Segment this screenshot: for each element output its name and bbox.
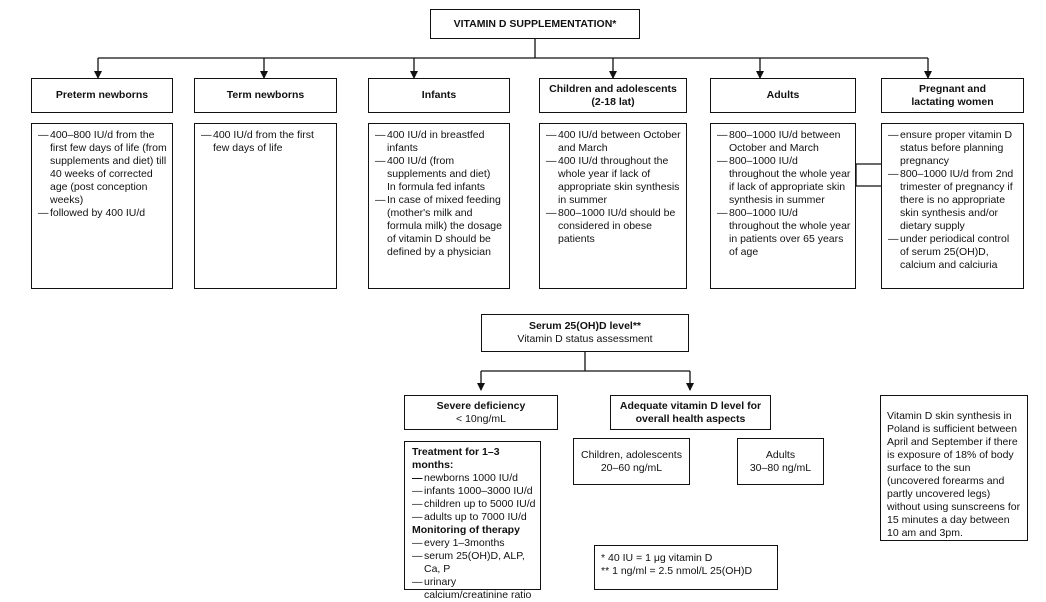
header-term-newborns: Term newborns [194, 78, 337, 113]
top-title-text: VITAMIN D SUPPLEMENTATION* [453, 17, 617, 30]
list-item: —400 IU/d (from supplements and diet) [375, 155, 491, 180]
list-item: —In case of mixed feeding (mother's milk… [375, 194, 502, 258]
footnote-1: * 40 IU = 1 μg vitamin D [601, 552, 713, 564]
header-text: Adults [766, 89, 800, 101]
header-infants: Infants [368, 78, 510, 113]
list-item: —400 IU/d between October and March [546, 129, 681, 154]
list-item: —followed by 400 IU/d [38, 207, 146, 219]
list-item: —800–1000 IU/d from 2nd trimester of pre… [888, 168, 1014, 232]
serum-level-box: Serum 25(OH)D level** Vitamin D status a… [481, 314, 689, 352]
children-range-box: Children, adolescents 20–60 ng/mL [573, 438, 690, 485]
header-preterm-newborns: Preterm newborns [31, 78, 173, 113]
content-preterm-newborns: —400–800 IU/d from the first few days of… [31, 123, 173, 289]
list-item: —800–1000 IU/d throughout the whole year… [717, 207, 851, 258]
footnotes-box: * 40 IU = 1 μg vitamin D ** 1 ng/ml = 2.… [594, 545, 778, 590]
list-item: —400 IU/d in breastfed infants [375, 129, 485, 154]
content-term-newborns: —400 IU/d from the first few days of lif… [194, 123, 337, 289]
content-pregnant-lactating: —ensure proper vitamin D status before p… [881, 123, 1024, 289]
header-text: lactating women [911, 95, 994, 108]
monitoring-heading: Monitoring of therapy [412, 524, 520, 536]
vitamin-d-supplementation-title: VITAMIN D SUPPLEMENTATION* [430, 9, 640, 39]
list-item: —children up to 5000 IU/d [412, 498, 536, 510]
severe-subtitle: < 10ng/mL [456, 412, 506, 425]
serum-subtitle: Vitamin D status assessment [517, 333, 653, 345]
severe-title: Severe deficiency [436, 399, 526, 412]
severe-deficiency-box: Severe deficiency < 10ng/mL [404, 395, 558, 430]
list-item: —800–1000 IU/d throughout the whole year… [717, 155, 851, 206]
list-item: —800–1000 IU/d should be considered in o… [546, 207, 676, 245]
header-text: (2-18 lat) [591, 95, 635, 108]
header-adults: Adults [710, 78, 856, 113]
list-item: —400 IU/d throughout the whole year if l… [546, 155, 680, 206]
footnote-2: ** 1 ng/ml = 2.5 nmol/L 25(OH)D [601, 565, 753, 577]
list-item: —adults up to 7000 IU/d [412, 511, 527, 523]
skin-synthesis-note: Vitamin D skin synthesis in Poland is su… [880, 395, 1028, 541]
list-item: —infants 1000–3000 IU/d [412, 485, 533, 497]
treatment-box: Treatment for 1–3 months: —newborns 1000… [404, 441, 541, 601]
list-item: —ensure proper vitamin D status before p… [888, 129, 1013, 167]
list-item: —800–1000 IU/d between October and March [717, 129, 841, 154]
header-text: Infants [421, 89, 457, 101]
adults-range-box: Adults 30–80 ng/mL [737, 438, 824, 485]
serum-title: Serum 25(OH)D level** [528, 320, 642, 332]
adults-range-value: 30–80 ng/mL [749, 461, 812, 474]
header-pregnant-lactating: Pregnant and lactating women [881, 78, 1024, 113]
treatment-heading: Treatment for 1–3 months: [412, 446, 500, 471]
list-item: —400–800 IU/d from the first few days of… [38, 129, 167, 206]
list-item: —serum 25(OH)D, ALP, Ca, P [412, 550, 525, 575]
content-adults: —800–1000 IU/d between October and March… [710, 123, 856, 289]
list-item: —every 1–3months [412, 537, 505, 549]
skin-synthesis-text: Vitamin D skin synthesis in Poland is su… [887, 410, 1021, 539]
adequate-title-line2: overall health aspects [635, 412, 746, 425]
header-text: Children and adolescents [549, 82, 677, 95]
header-text: Term newborns [226, 89, 305, 101]
adequate-level-box: Adequate vitamin D level for overall hea… [610, 395, 771, 430]
adults-range-label: Adults [765, 448, 796, 461]
list-item: In formula fed infants [387, 181, 486, 193]
header-children-adolescents: Children and adolescents (2-18 lat) [539, 78, 687, 113]
content-children-adolescents: —400 IU/d between October and March —400… [539, 123, 687, 289]
children-range-value: 20–60 ng/mL [600, 461, 663, 474]
adequate-title-line1: Adequate vitamin D level for [619, 399, 762, 412]
content-infants: —400 IU/d in breastfed infants —400 IU/d… [368, 123, 510, 289]
list-item: —400 IU/d from the first few days of lif… [201, 129, 314, 154]
list-item: —newborns 1000 IU/d [412, 472, 518, 484]
list-item: —urinary calcium/creatinine ratio [412, 576, 532, 601]
header-text: Preterm newborns [55, 89, 149, 101]
list-item: —under periodical control of serum 25(OH… [888, 233, 1010, 271]
children-range-label: Children, adolescents [581, 448, 682, 461]
header-text: Pregnant and [918, 82, 987, 95]
